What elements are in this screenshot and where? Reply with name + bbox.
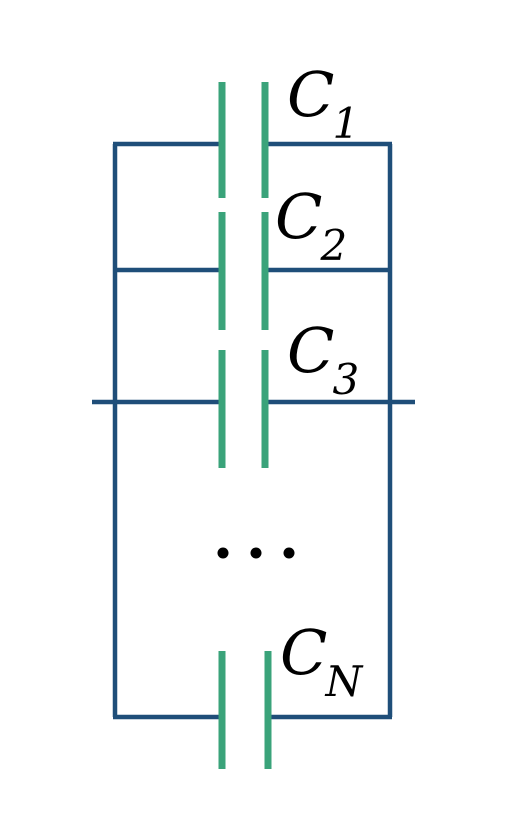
capacitor-plates bbox=[218, 82, 272, 769]
capacitor-label-cn: CN bbox=[280, 616, 363, 706]
capacitor-label-c1: C1 bbox=[287, 58, 359, 148]
ellipsis-dot bbox=[283, 547, 295, 559]
ellipsis-dot bbox=[250, 547, 262, 559]
capacitor-label-c2: C2 bbox=[275, 180, 347, 270]
circuit-wires bbox=[92, 141, 415, 720]
ellipsis-dot bbox=[217, 547, 229, 559]
capacitor-labels: C1 C2 C3 CN bbox=[275, 58, 363, 706]
ellipsis bbox=[217, 547, 295, 559]
capacitor-label-c3: C3 bbox=[287, 314, 359, 404]
